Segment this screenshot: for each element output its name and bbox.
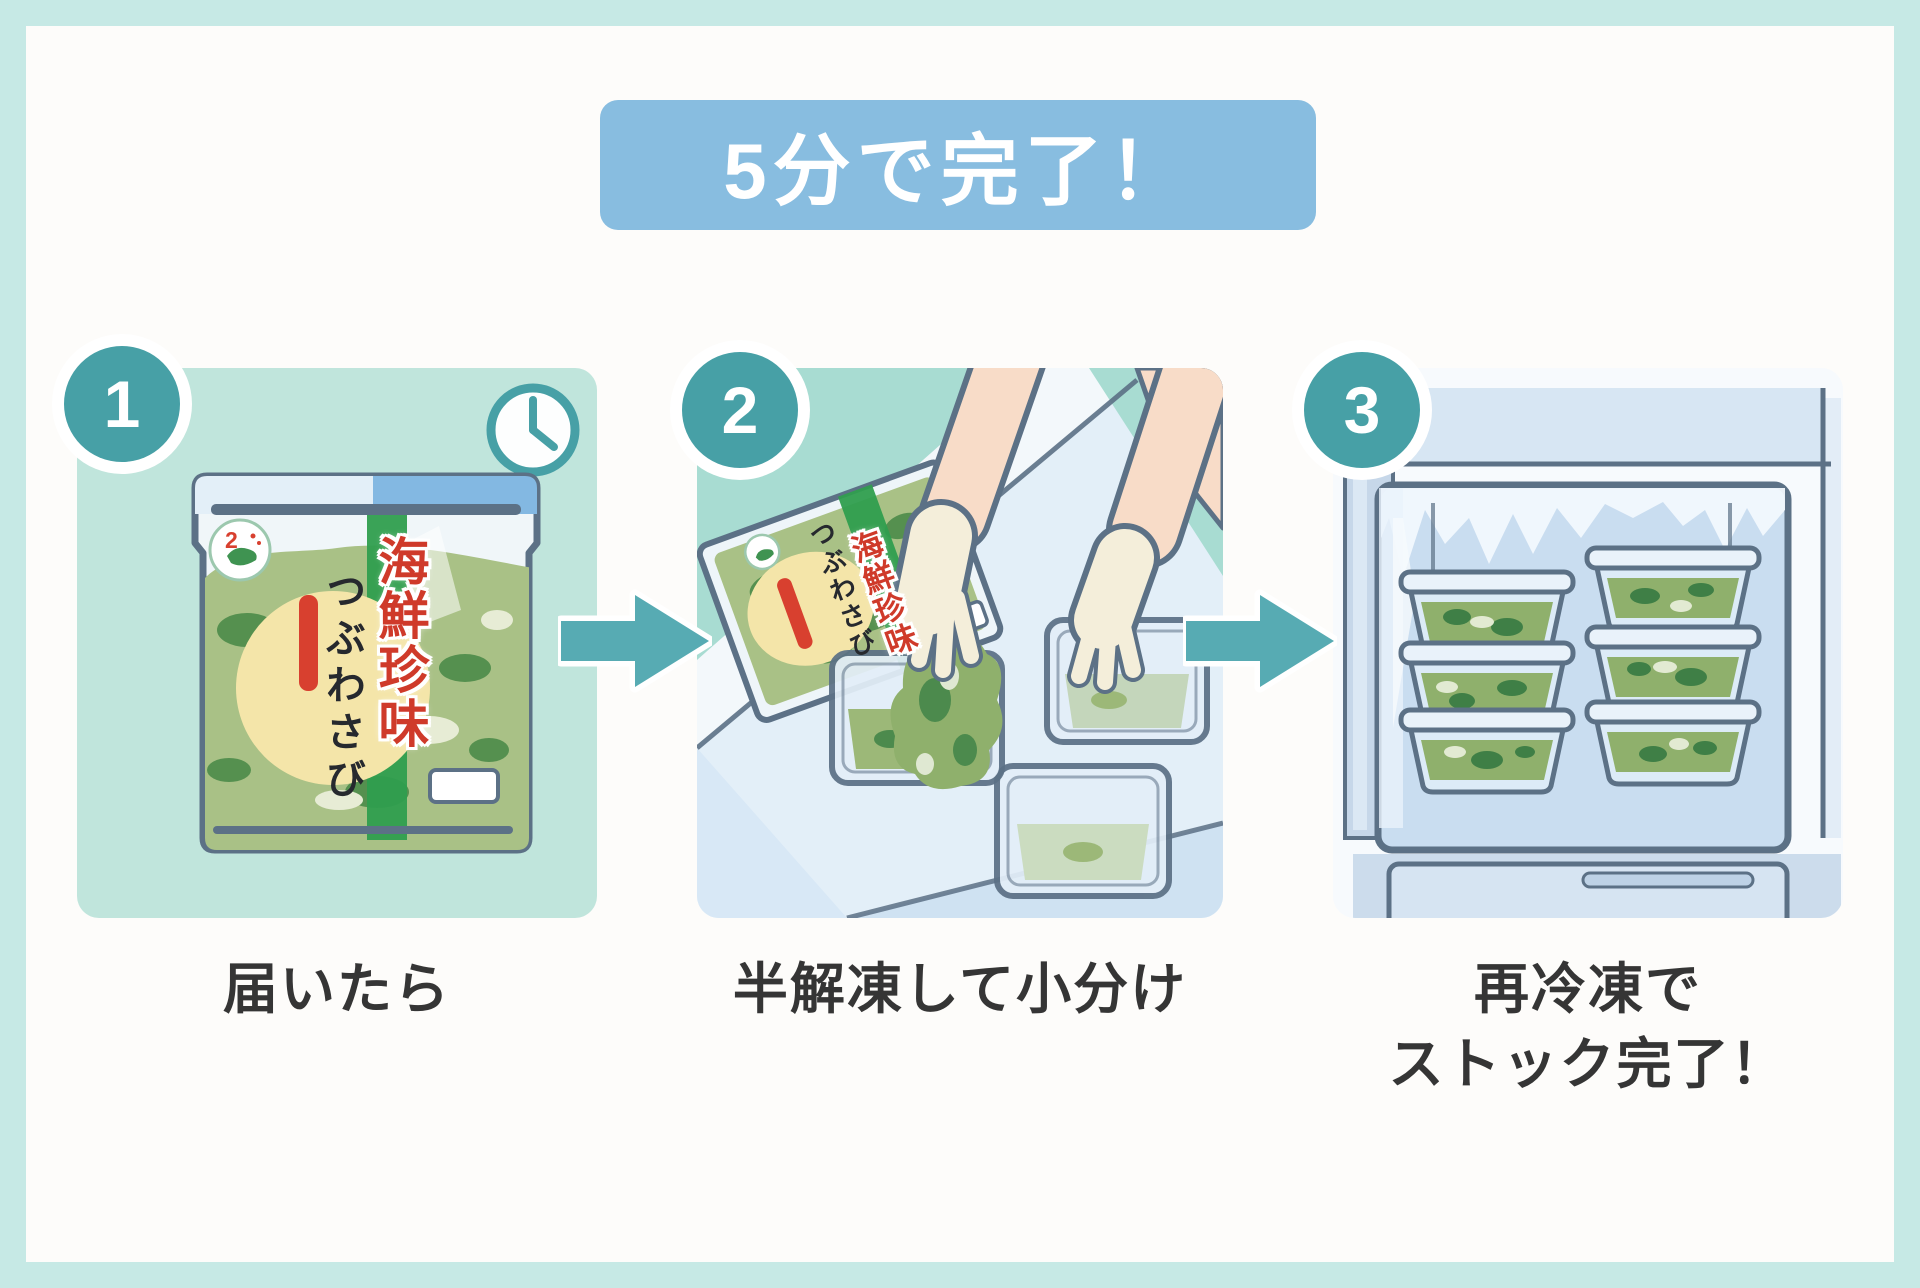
freezer-illustration bbox=[1333, 368, 1843, 918]
step-caption-3-line2: ストック完了！ bbox=[1388, 1032, 1788, 1095]
gloved-hands bbox=[890, 368, 1223, 694]
step-number-3: 3 bbox=[1343, 373, 1381, 447]
freezer-containers-left bbox=[1398, 569, 1576, 795]
wasabi-clump bbox=[890, 633, 1003, 790]
product-name-vertical: つぶわさび bbox=[320, 570, 364, 805]
map-shape bbox=[227, 547, 257, 566]
step-panel-3 bbox=[1333, 368, 1843, 918]
arrow-right-icon bbox=[1183, 589, 1337, 693]
zip-seal bbox=[211, 504, 521, 515]
arrow-right-icon bbox=[558, 589, 712, 693]
step-badge-1: 1 bbox=[52, 334, 192, 474]
package-bag: 2 bbox=[191, 472, 541, 854]
freezer-containers-right bbox=[1584, 545, 1762, 787]
bag-bottom-seam bbox=[213, 826, 513, 834]
frost-icicles bbox=[1379, 488, 1785, 828]
step-caption-3: 再冷凍で ストック完了！ bbox=[1303, 952, 1873, 1102]
brand-name-vertical: 海鮮珍味 bbox=[371, 535, 428, 751]
bag-label-sticker bbox=[428, 768, 500, 804]
step-caption-1-text: 届いたら bbox=[222, 958, 451, 1020]
step-badge-3: 3 bbox=[1292, 340, 1432, 480]
title-banner: 5分で完了！ bbox=[600, 100, 1316, 230]
portioning-illustration bbox=[697, 368, 1223, 918]
label-cream-circle bbox=[236, 591, 430, 785]
freezer-side bbox=[1823, 398, 1841, 838]
step-number-2: 2 bbox=[721, 373, 759, 447]
step-caption-2-text: 半解凍して小分け bbox=[732, 958, 1188, 1020]
label-red-bar bbox=[299, 595, 318, 691]
step-number-1: 1 bbox=[103, 367, 141, 441]
step-panel-2 bbox=[697, 368, 1223, 918]
portion-container-lower bbox=[994, 763, 1172, 899]
step-badge-2: 2 bbox=[670, 340, 810, 480]
package-arrival-illustration: 2 bbox=[191, 383, 580, 854]
origin-badge-number: 2 bbox=[225, 527, 238, 553]
step-caption-3-line1: 再冷凍で bbox=[1473, 958, 1702, 1020]
origin-badge: 2 bbox=[208, 518, 272, 582]
title-text: 5分で完了！ bbox=[723, 127, 1193, 215]
drawer-handle bbox=[1581, 871, 1755, 889]
step-caption-1: 届いたら bbox=[77, 952, 597, 1027]
clock-icon bbox=[486, 383, 580, 477]
step-caption-2: 半解凍して小分け bbox=[660, 952, 1260, 1027]
